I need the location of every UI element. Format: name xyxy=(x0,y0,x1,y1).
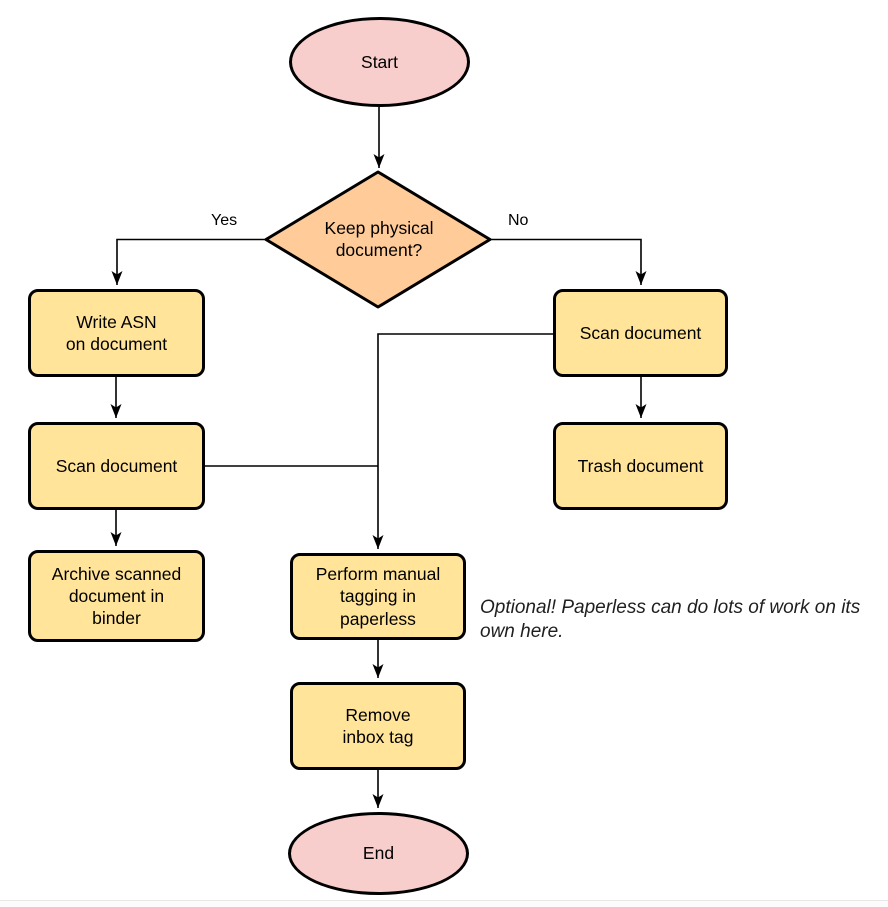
optional-note-text: Optional! Paperless can do lots of work … xyxy=(480,597,861,642)
node-scan-document-right: Scan document xyxy=(553,289,728,377)
node-archive-scanned-document-in-binder: Archive scanned document in binder xyxy=(28,550,205,642)
edge-label-no: No xyxy=(508,212,529,229)
node-end: End xyxy=(288,812,469,895)
node-decision-keep-physical-label: Keep physical document? xyxy=(324,217,434,260)
node-perform-manual-tagging: Perform manual tagging in paperless xyxy=(290,553,466,640)
edge-decision-no-to-scan-right xyxy=(491,238,647,285)
node-write-asn-on-document: Write ASN on document xyxy=(28,289,205,377)
node-start: Start xyxy=(289,17,470,107)
window-bottom-edge xyxy=(0,900,888,907)
decision-diamond-shape xyxy=(264,170,492,309)
edge-scan-right-to-manual-tagging xyxy=(372,333,553,549)
node-remove-inbox-tag: Remove inbox tag xyxy=(290,682,466,770)
node-scan-document-left: Scan document xyxy=(28,422,205,510)
edge-label-yes: Yes xyxy=(211,212,238,229)
edge-decision-yes-to-write-asn xyxy=(111,238,265,285)
node-trash-document: Trash document xyxy=(553,422,728,510)
